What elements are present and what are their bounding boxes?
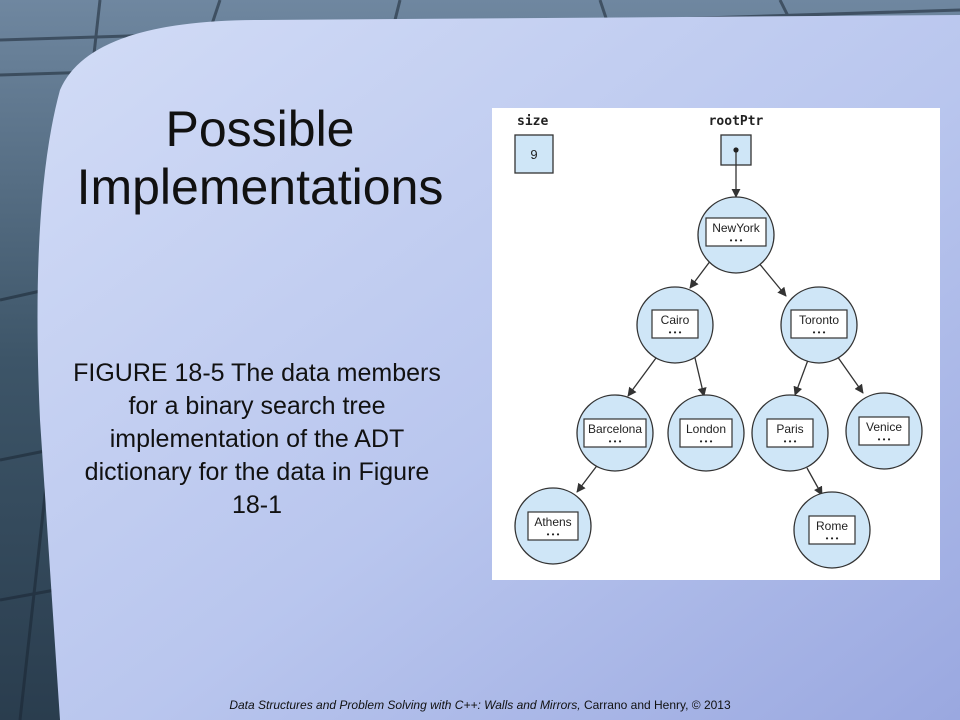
node-label-toronto: Toronto xyxy=(799,313,839,327)
edge-paris-rome xyxy=(806,467,823,496)
node-ellipsis-rome: • • • xyxy=(826,534,839,543)
node-ellipsis-toronto: • • • xyxy=(813,328,826,337)
edge-toronto-venice xyxy=(836,355,864,394)
node-rome: Rome • • • xyxy=(793,491,871,569)
node-ellipsis-paris: • • • xyxy=(784,437,797,446)
node-paris: Paris • • • xyxy=(751,394,829,472)
edge-newyork-toronto xyxy=(757,261,787,297)
node-athens: Athens • • • xyxy=(514,487,592,565)
edge-toronto-paris xyxy=(793,359,809,396)
node-ellipsis-newyork: • • • xyxy=(730,236,743,245)
edge-cairo-london xyxy=(694,357,707,397)
node-toronto: Toronto • • • xyxy=(780,286,858,364)
node-ellipsis-barcelona: • • • xyxy=(609,437,622,446)
node-label-venice: Venice xyxy=(866,420,902,434)
node-venice: Venice • • • xyxy=(845,392,923,470)
node-ellipsis-london: • • • xyxy=(700,437,713,446)
size-box xyxy=(514,134,554,174)
bst-figure: size 9 rootPtr NewYork • • • Cairo • • •… xyxy=(492,108,940,580)
edge-barcelona-athens xyxy=(576,462,600,493)
node-london: London • • • xyxy=(667,394,745,472)
slide-title: Possible Implementations xyxy=(76,101,444,215)
node-label-rome: Rome xyxy=(816,519,848,533)
node-barcelona: Barcelona • • • xyxy=(576,394,654,472)
root-pointer-dot xyxy=(733,147,739,153)
root-pointer-label: rootPtr xyxy=(709,114,764,129)
size-value: 9 xyxy=(530,147,537,162)
node-label-athens: Athens xyxy=(534,515,571,529)
node-cairo: Cairo • • • xyxy=(636,286,714,364)
footer-book-title: Data Structures and Problem Solving with… xyxy=(229,698,581,712)
footer-authors: Carrano and Henry, © 2013 xyxy=(583,698,731,712)
node-ellipsis-cairo: • • • xyxy=(669,328,682,337)
figure-caption: FIGURE 18-5 The data members for a binar… xyxy=(73,359,441,519)
edge-cairo-barcelona xyxy=(627,357,657,397)
node-ellipsis-athens: • • • xyxy=(547,530,560,539)
size-label: size xyxy=(517,114,548,129)
node-label-london: London xyxy=(686,422,726,436)
node-label-newyork: NewYork xyxy=(712,221,761,235)
node-label-barcelona: Barcelona xyxy=(588,422,642,436)
slide-footer: Data Structures and Problem Solving with… xyxy=(0,698,960,712)
node-newyork: NewYork • • • xyxy=(697,196,775,274)
node-label-cairo: Cairo xyxy=(661,313,690,327)
node-label-paris: Paris xyxy=(776,422,803,436)
node-ellipsis-venice: • • • xyxy=(878,435,891,444)
